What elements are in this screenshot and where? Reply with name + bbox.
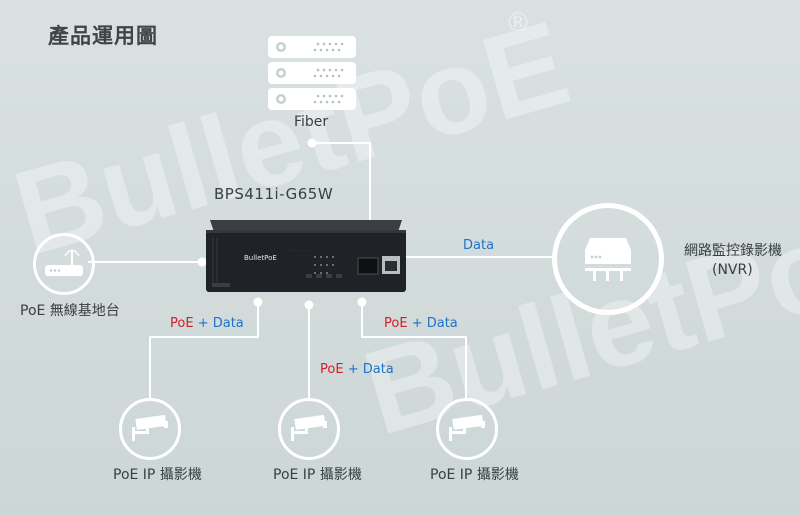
svg-text:· · · · · · · · · · · · · ·: · · · · · · · · · · · · · · [286,248,312,252]
wireless-ap-icon [45,249,83,276]
switch-brand: BulletPoE [244,254,277,262]
camera-label-3: PoE IP 攝影機 [430,467,519,483]
ip-camera-icon [449,415,485,441]
ip-camera-icon [291,415,327,441]
ap-label: PoE 無線基地台 [20,303,120,319]
switch-model: BPS411i-G65W [214,185,334,203]
nvr-icon [585,238,631,281]
ap-circle [33,233,95,295]
poe-switch-device: BulletPoE · · · · · · · · · · · · · · [206,220,406,292]
server-icon [268,36,356,110]
camera-circle-2 [278,398,340,460]
watermark-registered: ® [505,8,531,38]
camera-link-3 [361,300,467,400]
nvr-label: 網路監控錄影機 [684,243,782,259]
camera-2-link-label: PoE + Data [320,362,394,377]
camera-circle-1 [119,398,181,460]
nvr-link-label: Data [463,238,495,253]
nvr-circle [552,203,664,315]
ip-camera-icon [132,415,168,441]
camera-circle-3 [436,398,498,460]
sfp-port [357,257,379,275]
camera-label-2: PoE IP 攝影機 [273,467,362,483]
fiber-link [312,142,371,252]
camera-link-1 [149,300,259,400]
camera-1-link-label: PoE + Data [170,316,244,331]
camera-3-link-label: PoE + Data [384,316,458,331]
nvr-sublabel: (NVR) [712,262,753,278]
camera-label-1: PoE IP 攝影機 [113,467,202,483]
page-title: 產品運用圖 [48,24,158,48]
fiber-label: Fiber [294,114,329,130]
